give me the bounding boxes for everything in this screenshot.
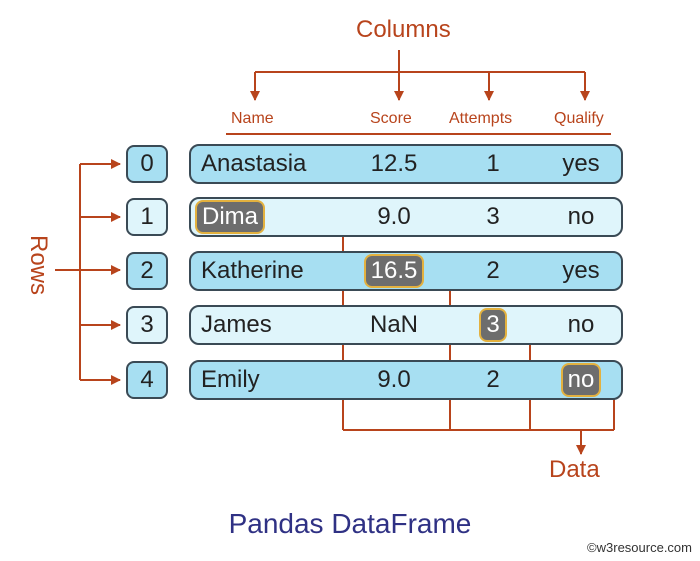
- columns-label: Columns: [356, 16, 451, 43]
- table-row: Anastasia 12.5 1 yes: [189, 144, 623, 184]
- cell-qualify: yes: [562, 150, 600, 177]
- cell-name: Dima: [195, 199, 266, 235]
- index-3: 3: [126, 306, 168, 344]
- cell-qualify: no: [567, 311, 595, 338]
- cell-score: NaN: [369, 311, 418, 338]
- page-title: Pandas DataFrame: [228, 508, 472, 539]
- cell-name: Emily: [201, 366, 260, 393]
- table-row: Dima 9.0 3 no: [189, 197, 623, 237]
- cell-name: Katherine: [201, 257, 304, 284]
- index-4: 4: [126, 361, 168, 399]
- cell-qualify: no: [547, 362, 615, 398]
- table-row: Katherine 16.5 2 yes: [189, 251, 623, 291]
- index-0: 0: [126, 145, 168, 183]
- cell-attempts: 2: [486, 257, 500, 284]
- header-attempts: Attempts: [449, 110, 513, 127]
- cell-score: 9.0: [377, 203, 411, 230]
- header-qualify: Qualify: [554, 110, 604, 127]
- cell-attempts: 3: [459, 307, 527, 343]
- cell-score: 16.5: [359, 253, 429, 289]
- cell-name: James: [201, 311, 272, 338]
- table-row: Emily 9.0 2 no: [189, 360, 623, 400]
- cell-attempts: 1: [486, 150, 500, 177]
- data-label: Data: [549, 456, 600, 483]
- table-row: James NaN 3 no: [189, 305, 623, 345]
- highlighted-cell: 3: [479, 308, 507, 342]
- highlighted-cell: no: [560, 363, 602, 397]
- cell-score: 12.5: [370, 150, 418, 177]
- rows-label: Rows: [25, 235, 52, 296]
- highlighted-cell: 16.5: [363, 254, 425, 288]
- index-2: 2: [126, 252, 168, 290]
- index-1: 1: [126, 198, 168, 236]
- cell-attempts: 3: [486, 203, 500, 230]
- cell-qualify: yes: [562, 257, 600, 284]
- cell-qualify: no: [567, 203, 595, 230]
- header-name: Name: [231, 110, 274, 127]
- credit-text: ©w3resource.com: [587, 540, 692, 555]
- cell-attempts: 2: [486, 366, 500, 393]
- cell-score: 9.0: [377, 366, 411, 393]
- highlighted-cell: Dima: [195, 200, 266, 234]
- header-score: Score: [370, 110, 412, 127]
- cell-name: Anastasia: [201, 150, 307, 177]
